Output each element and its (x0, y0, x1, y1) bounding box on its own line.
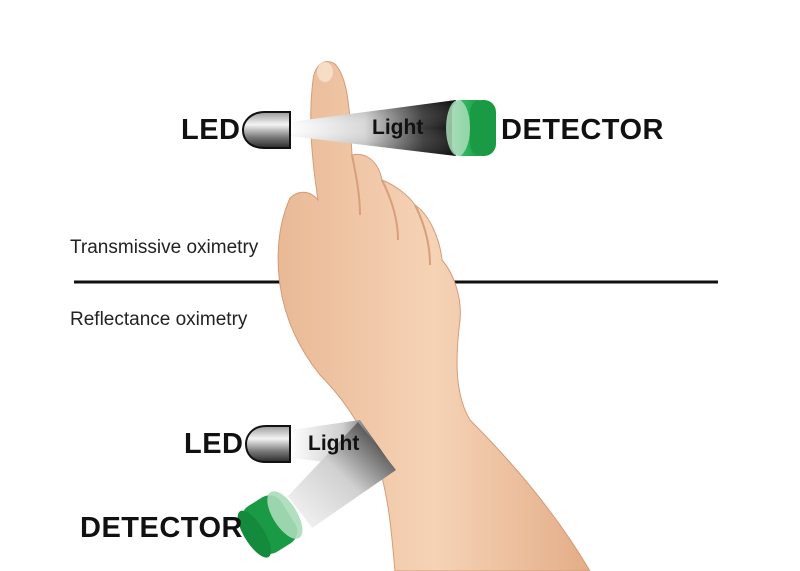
bottom-led-label: LED (184, 428, 244, 460)
top-light-label: Light (372, 116, 424, 139)
bottom-detector-component (237, 491, 303, 558)
hand-illustration (277, 61, 591, 571)
top-detector-component (446, 100, 496, 156)
bottom-light-label: Light (308, 432, 360, 455)
top-detector-label: DETECTOR (501, 114, 664, 146)
bottom-led-component (244, 425, 291, 463)
top-led-label: LED (181, 114, 241, 146)
reflectance-section-label: Reflectance oximetry (70, 309, 248, 330)
transmissive-section-label: Transmissive oximetry (70, 237, 259, 258)
bottom-detector-label: DETECTOR (80, 512, 243, 544)
top-light-beam (290, 100, 456, 156)
top-led-component (241, 111, 291, 149)
bottom-light-beam (288, 420, 396, 528)
